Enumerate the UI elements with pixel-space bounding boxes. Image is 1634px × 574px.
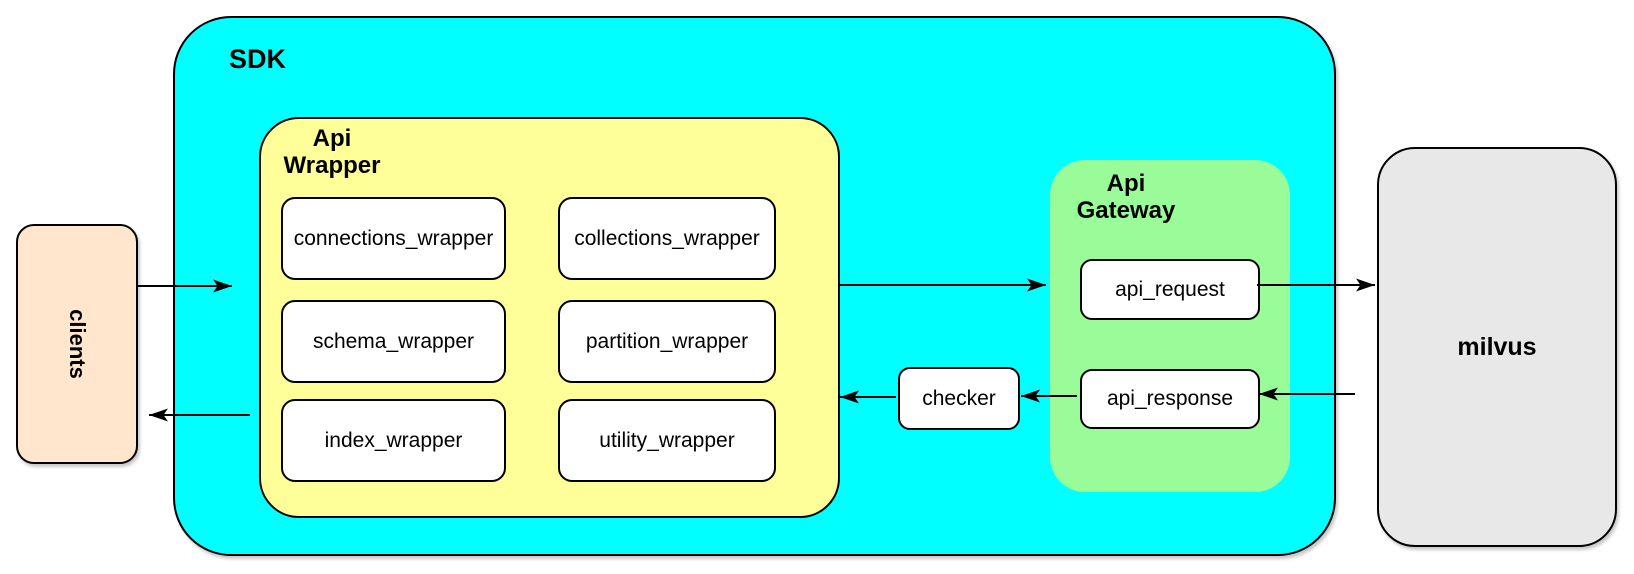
node-api-request: api_request	[1080, 259, 1260, 320]
node-milvus: milvus	[1377, 147, 1617, 547]
clients-label: clients	[64, 309, 90, 379]
wrapper-item-schema: schema_wrapper	[281, 300, 506, 383]
api-wrapper-label: Api Wrapper	[283, 125, 381, 179]
node-api-wrapper: Api Wrapper connections_wrapper collecti…	[259, 117, 840, 518]
wrapper-item-utility: utility_wrapper	[558, 399, 776, 482]
node-api-response: api_response	[1080, 369, 1260, 429]
wrapper-item-connections: connections_wrapper	[281, 197, 506, 280]
sdk-label: SDK	[229, 44, 287, 74]
wrapper-item-index: index_wrapper	[281, 399, 506, 482]
api-gateway-label: Api Gateway	[1076, 170, 1176, 224]
node-api-gateway: Api Gateway api_request api_response	[1050, 160, 1290, 492]
wrapper-item-collections: collections_wrapper	[558, 197, 776, 280]
milvus-label: milvus	[1457, 332, 1537, 361]
node-sdk: SDK Api Wrapper connections_wrapper coll…	[173, 16, 1336, 556]
node-clients: clients	[16, 224, 138, 464]
wrapper-item-partition: partition_wrapper	[558, 300, 776, 383]
node-checker: checker	[898, 367, 1020, 430]
